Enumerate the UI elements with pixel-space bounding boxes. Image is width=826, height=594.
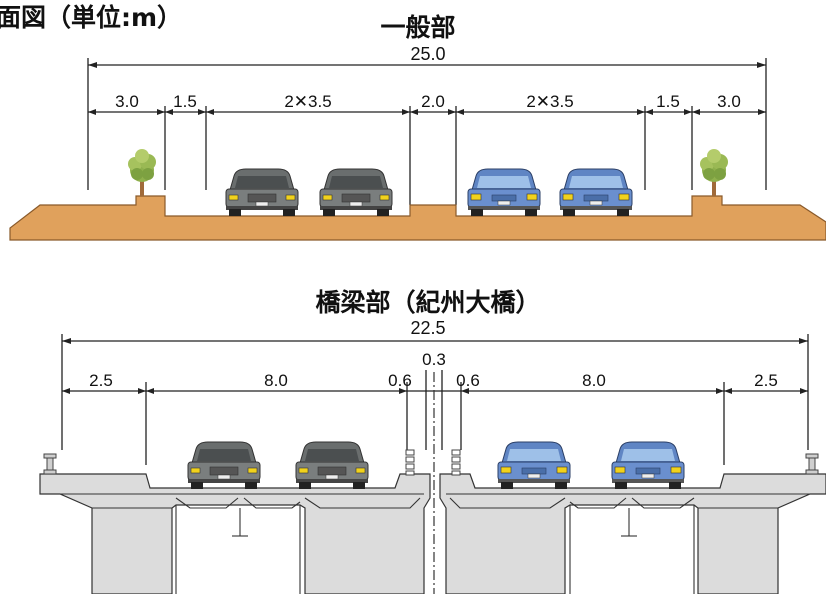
median-delineator-right (451, 449, 461, 476)
blue-car-icon (559, 168, 633, 217)
general-dim-6: 1.5 (656, 92, 680, 111)
blue-car-icon (611, 441, 685, 490)
bridge-rail-left (43, 453, 57, 475)
bridge-section: 橋梁部（紀州大橋） 22.5 0.3 2.5 8.0 0.6 0.6 8.0 2… (39, 288, 826, 594)
general-section-title: 一般部 (380, 13, 455, 42)
diagram-title: 面図（単位:m） (0, 3, 182, 32)
bridge-total-width: 22.5 (410, 318, 445, 338)
bridge-dim-6: 2.5 (754, 371, 778, 390)
general-total-width: 25.0 (410, 44, 445, 64)
bridge-right-deck-details (446, 493, 810, 594)
general-dim-7: 3.0 (717, 92, 741, 111)
gray-car-icon (319, 168, 393, 217)
general-dim-3: 2✕3.5 (284, 92, 331, 111)
bridge-dim-3: 0.6 (388, 371, 412, 390)
bridge-dim-5: 8.0 (582, 371, 606, 390)
gray-car-icon (225, 168, 299, 217)
bridge-section-title: 橋梁部（紀州大橋） (315, 288, 540, 317)
bridge-total-dimension-line (61, 334, 809, 450)
blue-car-icon (467, 168, 541, 217)
general-dim-4: 2.0 (421, 92, 445, 111)
tree-icon (700, 149, 728, 196)
general-segment-dimension-line (88, 106, 766, 205)
general-dim-1: 3.0 (115, 92, 139, 111)
bridge-segment-dimension-line (62, 370, 808, 465)
bridge-dim-2: 8.0 (264, 371, 288, 390)
gray-car-icon (187, 441, 261, 490)
bridge-rail-right (805, 453, 819, 475)
general-section: 一般部 25.0 3.0 1.5 2✕3.5 2.0 2✕3.5 1.5 3.0 (9, 13, 826, 241)
general-dim-2: 1.5 (173, 92, 197, 111)
bridge-left-deck-details (60, 493, 424, 594)
blue-car-icon (497, 441, 571, 490)
general-total-dimension-line (87, 58, 767, 190)
tree-icon (128, 149, 156, 196)
bridge-median-dim: 0.3 (422, 350, 446, 369)
bridge-dim-1: 2.5 (89, 371, 113, 390)
bridge-dim-4: 0.6 (456, 371, 480, 390)
gray-car-icon (295, 441, 369, 490)
bridge-left-deck (39, 473, 431, 594)
bridge-right-deck (439, 473, 826, 594)
median-delineator-left (405, 449, 415, 476)
general-dim-5: 2✕3.5 (526, 92, 573, 111)
general-ground (9, 195, 826, 241)
